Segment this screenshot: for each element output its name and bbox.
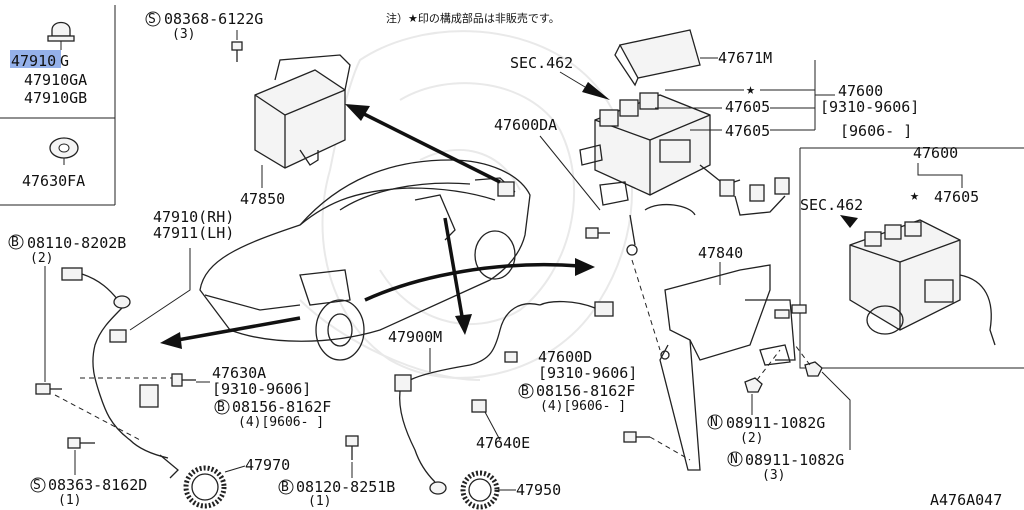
svg-text:N: N	[710, 415, 718, 430]
label-47600DA[interactable]: 47600DA	[494, 116, 557, 134]
label-08156-8162F-b[interactable]: 08156-8162F	[536, 382, 635, 400]
symbol-circle-b	[214, 399, 230, 415]
nut-icon	[744, 361, 823, 393]
label-47600[interactable]: 47600	[838, 82, 883, 100]
label-qty-3: (3)	[172, 27, 195, 42]
highlighted-part-number[interactable]	[10, 50, 61, 68]
symbol-circle-b	[8, 234, 24, 250]
label-47630A-range: [9310-9606]	[212, 380, 311, 398]
label-SEC462[interactable]: SEC.462	[510, 54, 573, 72]
bolt-icon	[67, 437, 95, 449]
inset-code-suffix: G	[60, 52, 69, 70]
label-08120-8251B[interactable]: 08120-8251B	[296, 478, 395, 496]
symbol-circle-s	[30, 477, 46, 493]
bolt-icon	[35, 383, 62, 395]
label-47911-lh[interactable]: 47911(LH)	[153, 224, 234, 242]
svg-text:B: B	[521, 384, 529, 399]
notice-text: 注）★印の構成部品は非販売です。	[386, 11, 560, 25]
symbol-circle-n	[727, 451, 743, 467]
symbol-circle-b	[278, 479, 294, 495]
label-47605-b[interactable]: 47605	[725, 122, 770, 140]
label-08110-8202B[interactable]: 08110-8202B	[27, 234, 126, 252]
label-47970[interactable]: 47970	[245, 456, 290, 474]
control-unit-47850[interactable]	[254, 54, 351, 169]
inset-label-47605[interactable]: 47605	[934, 188, 979, 206]
svg-text:S: S	[33, 478, 41, 493]
inset-star: ★	[910, 186, 919, 204]
label-47850[interactable]: 47850	[240, 190, 285, 208]
bolt-icon	[623, 431, 650, 443]
inset-code-47910[interactable]: 47910	[11, 52, 56, 70]
bolt-icon	[171, 373, 196, 387]
label-47950[interactable]: 47950	[516, 481, 561, 499]
bolt-type-s: S	[148, 12, 156, 27]
wheel-speed-sensor-rh[interactable]	[61, 267, 179, 479]
label-08156-8162F-a[interactable]: 08156-8162F	[232, 398, 331, 416]
svg-text:B: B	[11, 235, 19, 250]
inset-label-SEC462[interactable]: SEC.462	[800, 196, 863, 214]
vehicle-body	[199, 159, 531, 361]
tone-ring-47950[interactable]	[460, 470, 500, 510]
figure-id: A476A047	[930, 491, 1002, 509]
inset-code-47910GA[interactable]: 47910GA	[24, 71, 87, 89]
svg-text:N: N	[730, 452, 738, 467]
label-08120-qty: (1)	[308, 494, 331, 509]
watermark-emblem	[299, 30, 633, 381]
label-qty-2: (2)	[30, 251, 53, 266]
wheel-speed-sensor-rear[interactable]	[394, 300, 614, 495]
bolt-icon	[345, 435, 359, 460]
label-08156-b-qty: (4)[9606- ]	[540, 399, 626, 414]
label-08363-qty: (1)	[58, 493, 81, 508]
label-08911-1082G-b[interactable]: 08911-1082G	[745, 451, 844, 469]
label-08363-8162D[interactable]: 08363-8162D	[48, 476, 147, 494]
grommet-small-icon	[49, 137, 79, 165]
sec-arrow-icon	[582, 82, 610, 100]
label-47605-a[interactable]: 47605	[725, 98, 770, 116]
abs-actuator[interactable]	[579, 29, 790, 256]
label-47671M[interactable]: 47671M	[718, 49, 772, 67]
pointer-arrows	[160, 104, 595, 349]
label-47630A[interactable]: 47630A	[212, 364, 266, 382]
label-47640E[interactable]: 47640E	[476, 434, 530, 452]
inset-actuator-late: 47600 ★ 47605 SEC.462	[799, 144, 1024, 369]
symbol-circle-n	[707, 414, 723, 430]
symbol-circle-s	[145, 11, 161, 27]
inset-label-47600[interactable]: 47600	[913, 144, 958, 162]
svg-text:B: B	[217, 400, 225, 415]
inset-code-47910GB[interactable]: 47910GB	[24, 89, 87, 107]
label-47600-range: [9310-9606]	[820, 98, 919, 116]
tone-ring-47970[interactable]	[183, 465, 227, 509]
label-08156-a-qty: (4)[9606- ]	[238, 415, 324, 430]
svg-text:B: B	[281, 480, 289, 495]
label-range-9606: [9606- ]	[840, 122, 912, 140]
inset-sensor-variants: 47910 G 47910GA 47910GB 47630FA	[0, 5, 116, 206]
label-08911-1082G-a[interactable]: 08911-1082G	[726, 414, 825, 432]
bolt-icon	[231, 41, 243, 62]
label-47600D-range: [9310-9606]	[538, 364, 637, 382]
label-47910-rh[interactable]: 47910(RH)	[153, 208, 234, 226]
label-08911-b-qty: (3)	[762, 468, 785, 483]
label-08368-6122G[interactable]: 08368-6122G	[164, 10, 263, 28]
label-08911-a-qty: (2)	[740, 431, 763, 446]
clip-icon	[471, 399, 487, 413]
inset-code-47630FA[interactable]: 47630FA	[22, 172, 85, 190]
label-47600D[interactable]: 47600D	[538, 348, 592, 366]
bolt-icon	[585, 227, 610, 239]
grommet-icon	[47, 21, 75, 50]
label-47900M[interactable]: 47900M	[388, 328, 442, 346]
bracket-47840[interactable]	[659, 264, 807, 471]
label-47840[interactable]: 47840	[698, 244, 743, 262]
symbol-circle-b	[518, 383, 534, 399]
star-marker: ★	[746, 80, 755, 98]
